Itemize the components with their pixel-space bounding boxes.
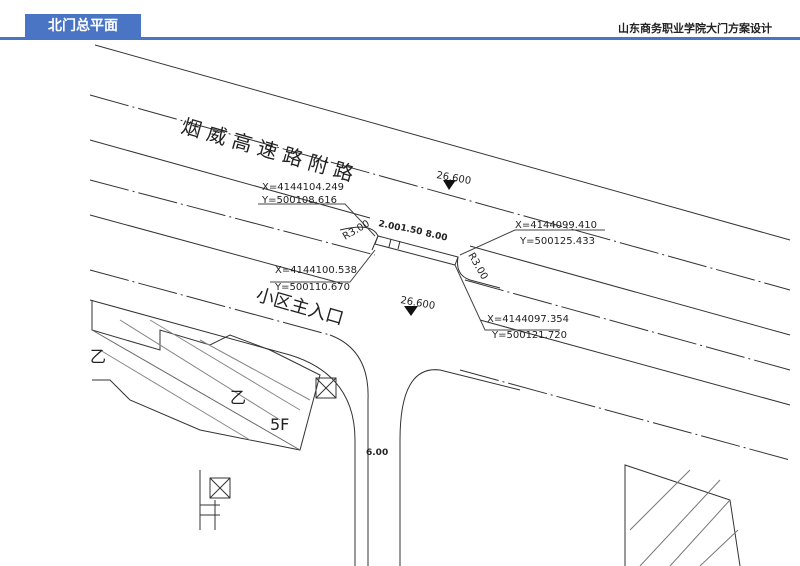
coord-y: Y=500108.616 [261, 195, 337, 206]
radius-label: R3.00 [341, 218, 372, 242]
elevation-label: 26.600 [435, 170, 471, 187]
elevation-markers [404, 180, 456, 316]
building-label: 乙 [90, 347, 106, 366]
dim-label: 8.00 [424, 229, 448, 243]
coord-x: X=4144100.538 [275, 265, 357, 276]
leader-lines [258, 203, 605, 331]
road-name: 烟 威 高 速 路 附 路 [179, 114, 357, 186]
building [91, 300, 741, 566]
coord-x: X=4144097.354 [487, 314, 569, 325]
building-label: 5F [270, 415, 289, 434]
dim-label: 1.50 [399, 223, 423, 237]
coord-y: Y=500121.720 [491, 330, 567, 341]
coord-y: Y=500110.670 [274, 282, 350, 293]
coord-x: X=4144099.410 [515, 220, 597, 231]
page-tab: 北门总平面 [25, 14, 141, 38]
road-lines [89, 44, 791, 566]
elevation-label: 26.600 [399, 295, 435, 312]
project-title: 山东商务职业学院大门方案设计 [618, 22, 772, 35]
dim-label: 2.00 [377, 219, 401, 233]
coord-x: X=4144104.249 [262, 182, 344, 193]
radius-label: R3.00 [465, 251, 489, 282]
dim-label: 6.00 [366, 448, 388, 458]
coord-y: Y=500125.433 [519, 236, 595, 247]
header-divider [0, 37, 800, 40]
building-label: 乙 [230, 388, 246, 407]
